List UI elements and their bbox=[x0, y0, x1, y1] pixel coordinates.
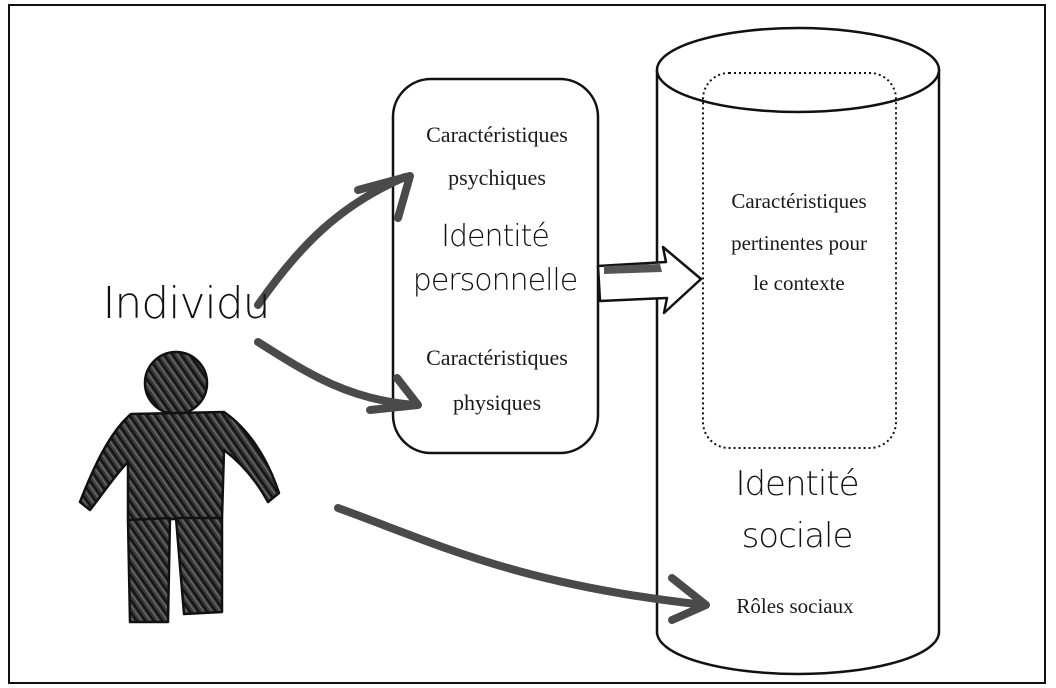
arrow-to-social-roles bbox=[334, 504, 710, 624]
relevant-characteristics-line2: pertinentes pour bbox=[731, 231, 867, 255]
physical-characteristics-line1: Caractéristiques bbox=[426, 345, 568, 370]
individual-label: Individu bbox=[102, 278, 269, 329]
arrow-to-psychic bbox=[254, 172, 414, 309]
social-identity-cylinder bbox=[655, 26, 941, 676]
psychic-characteristics-line1: Caractéristiques bbox=[426, 122, 568, 147]
relevant-characteristics-line1: Caractéristiques bbox=[731, 189, 866, 213]
social-roles-label: Rôles sociaux bbox=[736, 594, 854, 618]
personal-identity-line1: Identité bbox=[441, 219, 549, 254]
transfer-arrow bbox=[596, 245, 703, 315]
psychic-characteristics-line2: psychiques bbox=[448, 165, 546, 190]
social-identity-line2: sociale bbox=[742, 516, 853, 556]
person-figure bbox=[78, 350, 281, 624]
social-identity-line1: Identité bbox=[735, 464, 858, 504]
physical-characteristics-line2: physiques bbox=[453, 390, 541, 415]
personal-identity-line2: personnelle bbox=[413, 263, 577, 298]
relevant-characteristics-box bbox=[702, 72, 897, 449]
arrow-to-physical bbox=[254, 338, 422, 414]
relevant-characteristics-line3: le contexte bbox=[753, 271, 845, 295]
